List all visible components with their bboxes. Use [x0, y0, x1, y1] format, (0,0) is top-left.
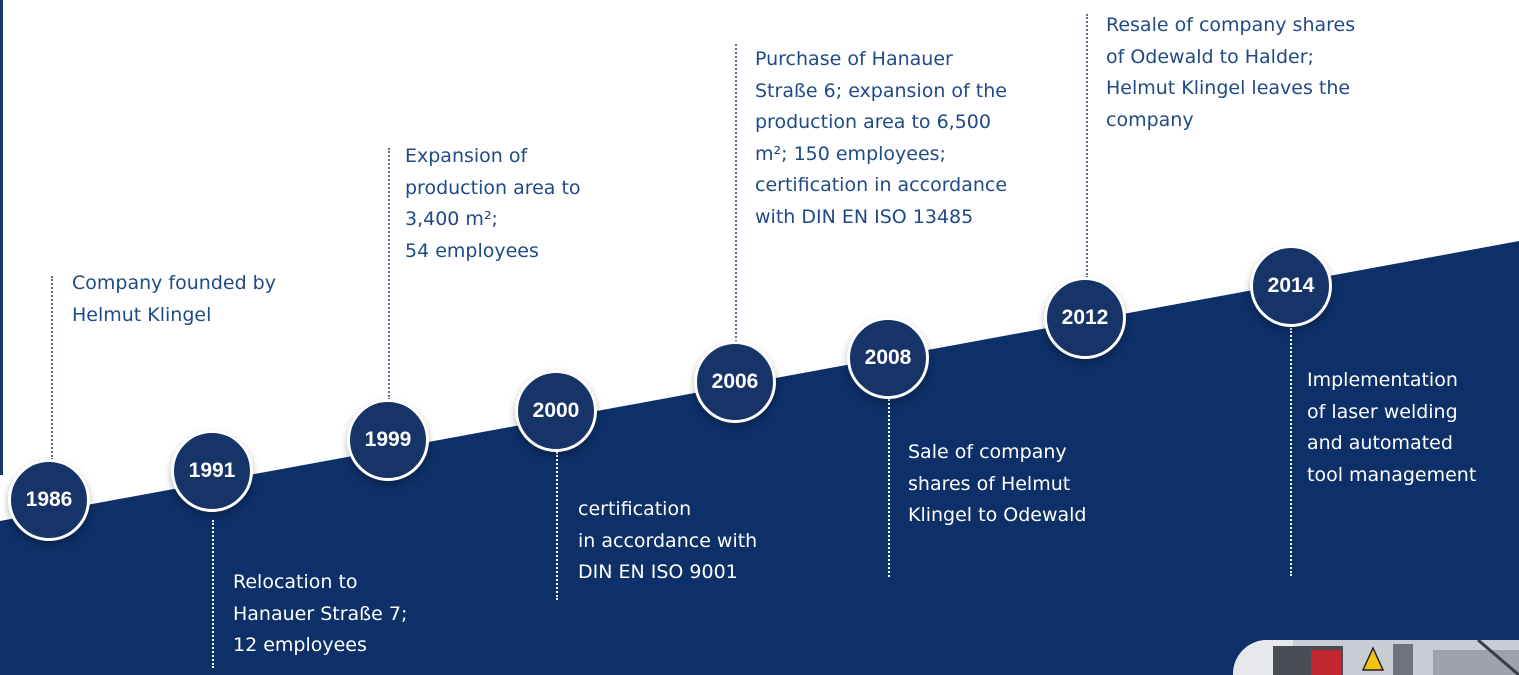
year-label: 2012: [1061, 306, 1109, 329]
connector-1986: [51, 276, 53, 460]
milestone-1986-description: Company founded by Helmut Klingel: [72, 268, 276, 331]
connector-2014: [1290, 328, 1292, 576]
connector-1999: [388, 148, 390, 400]
year-label: 2008: [864, 346, 912, 369]
year-label: 1999: [364, 428, 412, 451]
milestone-2006-description: Purchase of Hanauer Straße 6; expansion …: [755, 44, 1007, 233]
year-label: 2000: [532, 399, 580, 422]
connector-2008: [888, 399, 890, 577]
description-line: Relocation to: [233, 571, 358, 593]
description-line: production area to 6,500: [755, 111, 991, 133]
connector-1991: [212, 520, 214, 668]
description-line: tool management: [1307, 463, 1477, 486]
milestone-2008-description: Sale of company shares of Helmut Klingel…: [908, 437, 1086, 532]
year-label: 2014: [1267, 274, 1315, 297]
description-line: Company founded by: [72, 272, 276, 294]
description-line: Straße 6; expansion of the: [755, 79, 1007, 102]
year-label: 1986: [25, 488, 73, 511]
description-line: 12 employees: [233, 634, 367, 656]
description-line: Purchase of Hanauer: [755, 48, 953, 70]
description-line: 3,400 m²;: [405, 208, 498, 230]
description-line: Klingel to Odewald: [908, 504, 1087, 526]
description-line: Helmut Klingel leaves the: [1106, 77, 1351, 99]
laser-welding-photo: [1233, 640, 1519, 675]
description-line: Resale of company shares: [1106, 14, 1356, 36]
year-node-2012: 2012: [1044, 277, 1126, 359]
year-node-2006: 2006: [694, 341, 776, 423]
description-line: Hanauer Straße 7;: [233, 602, 408, 625]
connector-2012: [1086, 14, 1088, 278]
description-line: Helmut Klingel: [72, 303, 212, 326]
year-node-2000: 2000: [515, 370, 597, 452]
description-line: certification in accordance: [755, 174, 1008, 196]
year-label: 1991: [188, 459, 236, 482]
navy-band: [0, 241, 1519, 675]
description-line: and automated: [1307, 432, 1453, 454]
milestone-2014-description: Implementation of laser welding and auto…: [1307, 365, 1476, 491]
milestone-1999-description: Expansion of production area to 3,400 m²…: [405, 141, 581, 267]
description-line: Implementation: [1307, 369, 1458, 391]
description-line: of laser welding: [1307, 400, 1458, 423]
description-line: production area to: [405, 176, 581, 199]
description-line: 54 employees: [405, 239, 539, 262]
year-node-1986: 1986: [8, 459, 90, 541]
year-node-1999: 1999: [347, 399, 429, 481]
description-line: company: [1106, 108, 1194, 131]
year-node-2014: 2014: [1250, 245, 1332, 327]
connector-2000: [556, 452, 558, 600]
laser-warning-icon: [1361, 646, 1385, 671]
description-line: Sale of company: [908, 441, 1067, 463]
description-line: shares of Helmut: [908, 472, 1071, 495]
description-line: of Odewald to Halder;: [1106, 45, 1314, 68]
description-line: m²; 150 employees;: [755, 142, 946, 165]
description-line: certification: [578, 498, 692, 520]
year-node-2008: 2008: [847, 317, 929, 399]
year-label: 2006: [711, 370, 759, 393]
photo-image: [1233, 640, 1519, 675]
description-line: DIN EN ISO 9001: [578, 561, 738, 583]
milestone-2012-description: Resale of company shares of Odewald to H…: [1106, 10, 1355, 136]
description-line: in accordance with: [578, 529, 758, 552]
milestone-2000-description: certification in accordance with DIN EN …: [578, 494, 757, 589]
left-rule: [0, 0, 3, 475]
milestone-1991-description: Relocation to Hanauer Straße 7; 12 emplo…: [233, 567, 407, 662]
year-node-1991: 1991: [171, 430, 253, 512]
connector-2006: [735, 44, 737, 342]
description-line: Expansion of: [405, 145, 528, 167]
description-line: with DIN EN ISO 13485: [755, 205, 974, 228]
